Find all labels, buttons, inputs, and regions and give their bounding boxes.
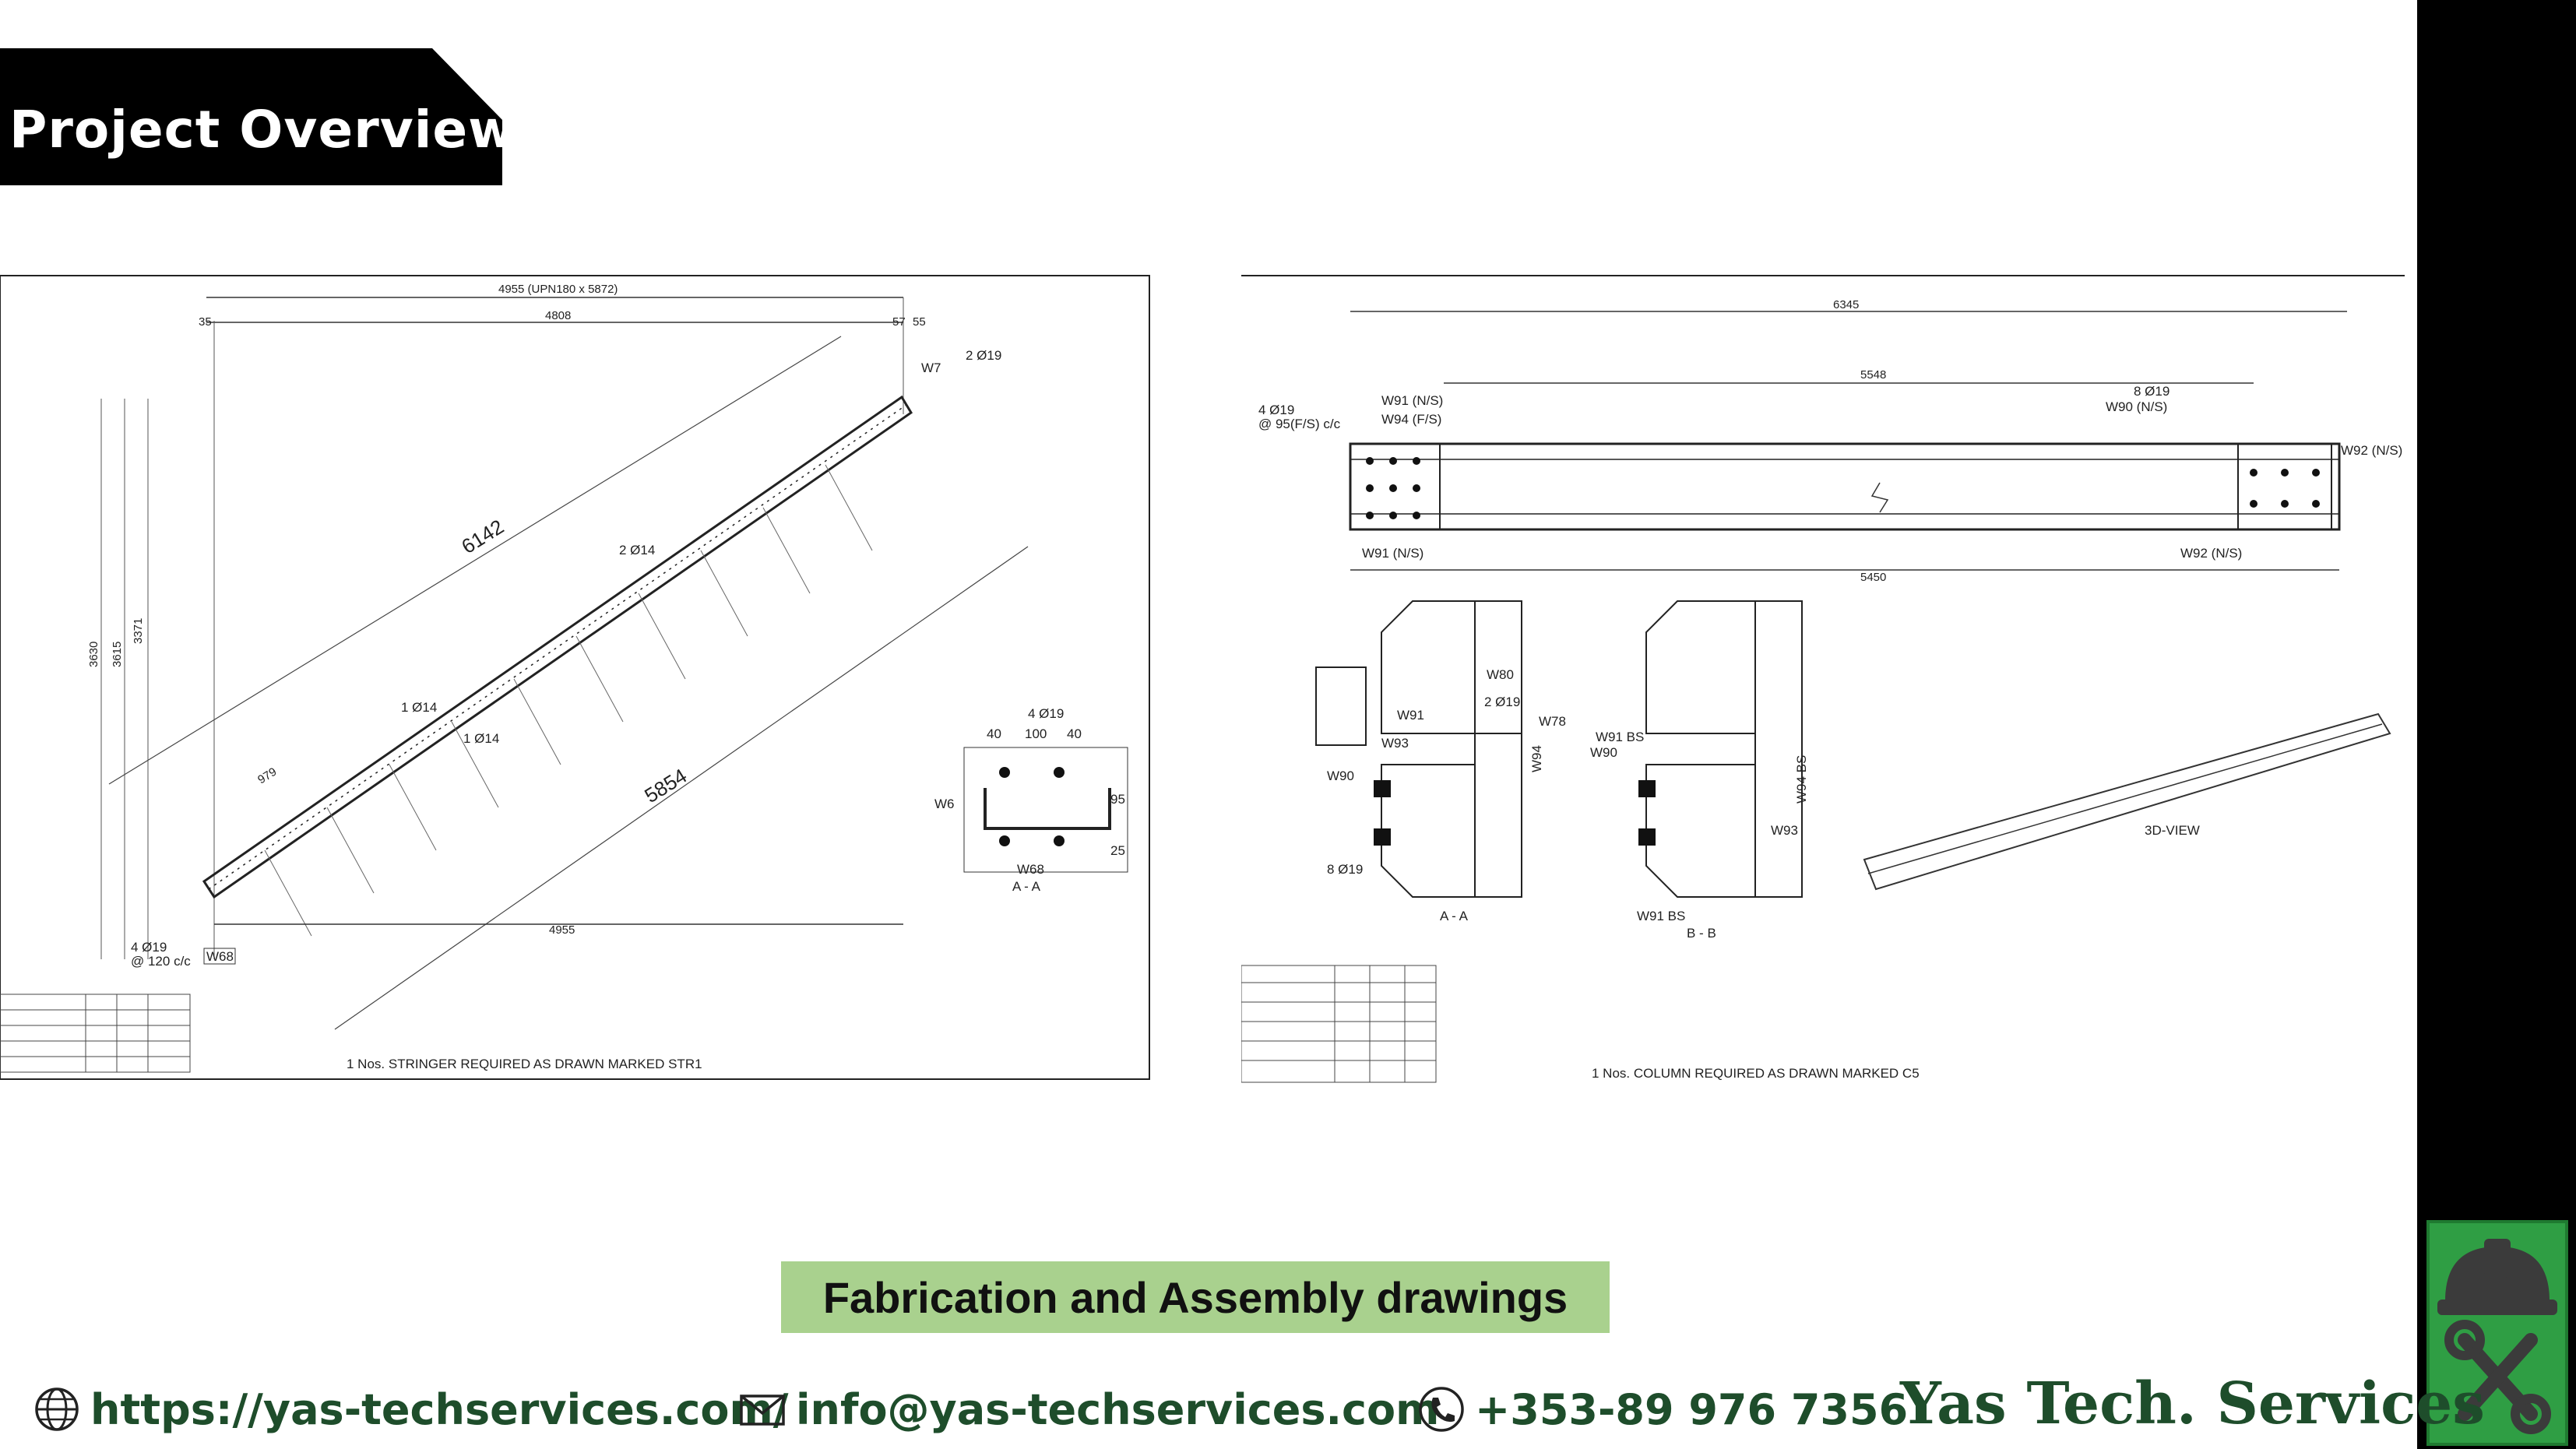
right-sidebar (2417, 0, 2576, 1449)
section-4d19: 4 Ø19 (1028, 706, 1064, 721)
sec-b-w91bs: W91 BS (1596, 730, 1644, 744)
sec-a-title: A - A (1440, 909, 1469, 923)
dim-3371: 3371 (132, 618, 145, 644)
label-w94fs: W94 (F/S) (1381, 412, 1441, 427)
dim-5450: 5450 (1860, 571, 1886, 584)
label-spacing: @ 120 c/c (131, 954, 191, 969)
hardhat-wrench-icon (2437, 1239, 2557, 1434)
sec-b-w91bs-b: W91 BS (1637, 909, 1685, 923)
dim-57: 57 (892, 315, 906, 329)
section-100: 100 (1025, 726, 1047, 741)
dim-4808: 4808 (545, 309, 571, 322)
email-link[interactable]: info@yas-techservices.com (738, 1378, 1439, 1440)
label-w92ns-b: W92 (N/S) (2180, 546, 2242, 561)
globe-icon (35, 1387, 79, 1431)
brand-name: Yas Tech. Services (1900, 1370, 2485, 1437)
label-2d19: 2 Ø19 (966, 348, 1001, 363)
stringer-drawing: 4955 (UPN180 x 5872) 4808 35 57 55 3630 … (0, 274, 1151, 1081)
dim-3630: 3630 (87, 642, 100, 667)
sec-a-w90: W90 (1327, 768, 1354, 783)
envelope-icon (740, 1394, 785, 1426)
label-w6: W6 (934, 797, 955, 811)
section-title: A - A (1012, 879, 1041, 894)
email-text: info@yas-techservices.com (796, 1384, 1440, 1434)
sec-a-w93: W93 (1381, 736, 1409, 751)
label-1d14-b: 1 Ø14 (463, 731, 499, 746)
caption-box: Fabrication and Assembly drawings (781, 1261, 1610, 1333)
label-1d14-a: 1 Ø14 (401, 700, 437, 715)
sec-a-w94: W94 (1529, 745, 1544, 772)
section-w68: W68 (1017, 862, 1044, 877)
column-drawing: 6345 5548 5450 4 Ø19 @ 95(F/S) c/c W91 (… (1241, 274, 2405, 1092)
label-3dview: 3D-VIEW (2145, 823, 2200, 838)
label-4d19: 4 Ø19 (1258, 403, 1294, 417)
phone-text: +353-89 976 7356 (1475, 1384, 1909, 1434)
sec-b-w90: W90 (1590, 745, 1617, 760)
label-8d19: 8 Ø19 (2134, 384, 2170, 399)
hardhat-wrench-logo (2426, 1220, 2568, 1446)
dim-6142: 6142 (457, 515, 508, 558)
dim-979: 979 (255, 765, 279, 787)
dim-5548: 5548 (1860, 368, 1886, 382)
dim-55: 55 (913, 315, 926, 329)
dim-5854: 5854 (640, 764, 691, 807)
sec-b-w94bs: W94 BS (1794, 755, 1809, 804)
label-w68: W68 (206, 949, 234, 964)
page-title: Project Overview (9, 100, 517, 160)
phone-icon (1419, 1387, 1464, 1432)
title-tab (0, 48, 502, 185)
sec-a-8d19: 8 Ø19 (1327, 862, 1363, 877)
section-25: 25 (1110, 843, 1125, 858)
label-w91ns-b: W91 (N/S) (1362, 546, 1423, 561)
label-w90ns: W90 (N/S) (2106, 399, 2167, 414)
website-text: https://yas-techservices.com/ (90, 1384, 789, 1434)
dim-top: 4955 (UPN180 x 5872) (498, 283, 618, 296)
caption-text: Fabrication and Assembly drawings (822, 1272, 1568, 1322)
label-spacing: @ 95(F/S) c/c (1258, 417, 1341, 431)
stringer-footer-note: 1 Nos. STRINGER REQUIRED AS DRAWN MARKED… (347, 1057, 702, 1071)
sec-b-title: B - B (1687, 926, 1716, 941)
dim-3615: 3615 (111, 642, 124, 667)
dim-bottom: 4955 (549, 923, 575, 937)
dim-35: 35 (199, 315, 212, 329)
section-95: 95 (1110, 792, 1125, 807)
label-w7: W7 (921, 360, 941, 375)
label-w91ns: W91 (N/S) (1381, 393, 1443, 408)
section-40b: 40 (1067, 726, 1082, 741)
sec-a-w80: W80 (1487, 667, 1514, 682)
section-40a: 40 (987, 726, 1001, 741)
column-footer-note: 1 Nos. COLUMN REQUIRED AS DRAWN MARKED C… (1592, 1066, 1920, 1081)
sec-b-w93: W93 (1771, 823, 1798, 838)
dim-6345: 6345 (1833, 298, 1859, 311)
label-4d19: 4 Ø19 (131, 940, 167, 955)
label-2d14: 2 Ø14 (619, 543, 655, 557)
sec-a-2d19: 2 Ø19 (1484, 695, 1520, 709)
sec-a-w91: W91 (1397, 708, 1424, 723)
label-w92ns: W92 (N/S) (2341, 443, 2402, 458)
phone-link[interactable]: +353-89 976 7356 (1417, 1378, 1908, 1440)
sec-a-w78: W78 (1539, 714, 1566, 729)
website-link[interactable]: https://yas-techservices.com/ (33, 1378, 788, 1440)
